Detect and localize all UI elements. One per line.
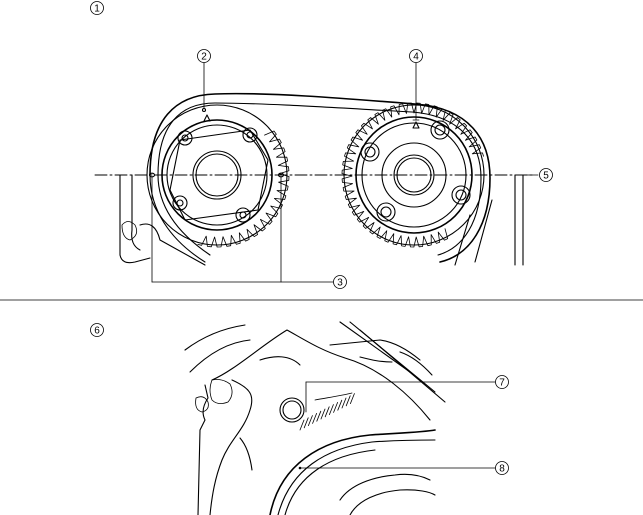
right-timing-mark — [412, 121, 420, 129]
scale-tick — [324, 406, 330, 418]
callout-6: 6 — [90, 323, 104, 337]
housing-outline — [184, 321, 446, 515]
scale-tick — [328, 404, 334, 416]
scale-tick — [320, 408, 326, 420]
engine-casing — [119, 174, 524, 266]
right-bolt-4 — [376, 202, 396, 222]
callout-1: 1 — [90, 1, 104, 15]
sprocket-teeth — [341, 102, 484, 248]
scale-tick — [303, 417, 309, 429]
left-bolt-3 — [172, 195, 188, 211]
callout-2: 2 — [197, 49, 211, 63]
right-bolt-2 — [430, 120, 450, 140]
left-timing-mark — [203, 114, 211, 122]
scale-tick — [345, 395, 351, 407]
scale-tick — [307, 415, 313, 427]
left-bolt-4 — [235, 207, 251, 223]
scale-tick — [337, 399, 343, 411]
scale-tick — [299, 419, 305, 431]
scale-tick — [312, 412, 318, 424]
callout-5: 5 — [539, 168, 553, 182]
leader-lines-bottom — [298, 381, 496, 470]
svg-text:6: 6 — [94, 326, 100, 337]
svg-text:3: 3 — [337, 278, 343, 289]
sprocket-teeth — [197, 130, 290, 248]
right-bolt-1 — [360, 142, 380, 162]
crank-pulley — [269, 429, 436, 515]
callout-7: 7 — [495, 375, 509, 389]
scale-tick — [349, 393, 355, 405]
callout-4: 4 — [409, 49, 423, 63]
left-sprocket — [146, 104, 290, 248]
left-bolt-1 — [177, 130, 193, 146]
svg-text:4: 4 — [413, 52, 419, 63]
svg-text:2: 2 — [201, 52, 207, 63]
scale-tick — [341, 397, 347, 409]
left-bolt-2 — [242, 127, 258, 143]
callout-3: 3 — [333, 275, 347, 289]
right-bolt-3 — [451, 185, 471, 205]
svg-text:1: 1 — [94, 4, 100, 15]
bottom-figure — [184, 321, 496, 515]
timing-scale — [299, 393, 355, 431]
callout-8: 8 — [495, 461, 509, 475]
svg-text:5: 5 — [543, 171, 549, 182]
leader-lines-top — [151, 62, 539, 283]
scale-tick — [316, 410, 322, 422]
svg-text:8: 8 — [499, 464, 505, 475]
svg-text:7: 7 — [499, 378, 505, 389]
top-figure — [94, 62, 539, 283]
scale-tick — [333, 401, 339, 413]
crank-bolt — [279, 397, 305, 423]
timing-belt — [149, 92, 491, 263]
